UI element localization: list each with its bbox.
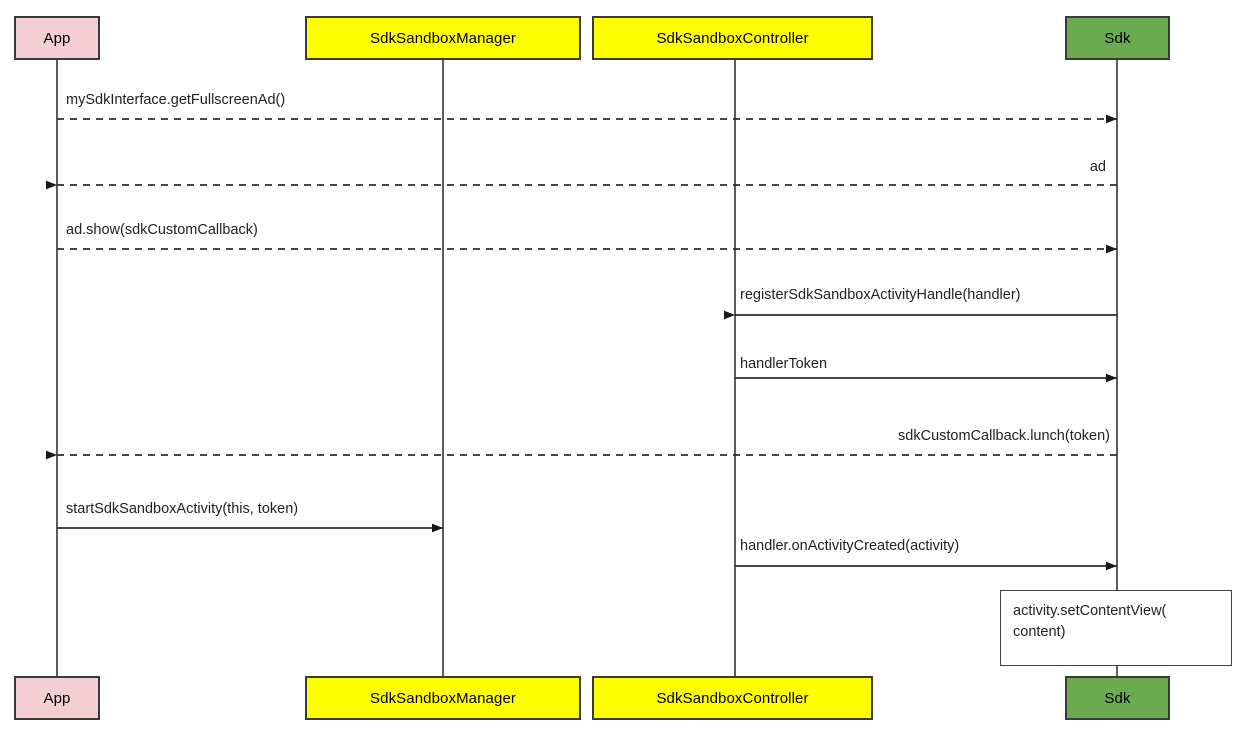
participant-header-controller[interactable]: SdkSandboxController bbox=[592, 16, 873, 60]
participant-header-app[interactable]: App bbox=[14, 16, 100, 60]
message-arrow-group bbox=[46, 114, 1117, 571]
participant-label: Sdk bbox=[1104, 689, 1131, 707]
message-label-m3: ad.show(sdkCustomCallback) bbox=[66, 222, 258, 238]
message-label-m7: startSdkSandboxActivity(this, token) bbox=[66, 501, 299, 517]
message-label-m6: sdkCustomCallback.lunch(token) bbox=[898, 428, 1110, 444]
participant-label: SdkSandboxController bbox=[656, 29, 809, 47]
note-n1: activity.setContentView( content) bbox=[1000, 590, 1232, 666]
participant-footer-sdk[interactable]: Sdk bbox=[1065, 676, 1170, 720]
message-label-m2: ad bbox=[1089, 159, 1106, 175]
message-label-m8: handler.onActivityCreated(activity) bbox=[740, 538, 960, 554]
participant-footer-manager[interactable]: SdkSandboxManager bbox=[305, 676, 581, 720]
note-line: content) bbox=[1013, 624, 1066, 641]
message-label-m5: handlerToken bbox=[740, 356, 828, 372]
participant-label: SdkSandboxManager bbox=[370, 689, 516, 707]
participant-footer-controller[interactable]: SdkSandboxController bbox=[592, 676, 873, 720]
participant-label: App bbox=[43, 29, 71, 47]
participant-label: Sdk bbox=[1104, 29, 1131, 47]
lifeline-group bbox=[56, 60, 1118, 676]
note-line: activity.setContentView( bbox=[1013, 603, 1167, 619]
participant-header-sdk[interactable]: Sdk bbox=[1065, 16, 1170, 60]
message-label-m4: registerSdkSandboxActivityHandle(handler… bbox=[740, 287, 1021, 303]
message-label-m1: mySdkInterface.getFullscreenAd() bbox=[66, 92, 286, 108]
participant-label: App bbox=[43, 689, 71, 707]
participant-label: SdkSandboxController bbox=[656, 689, 809, 707]
participant-header-manager[interactable]: SdkSandboxManager bbox=[305, 16, 581, 60]
participant-footer-app[interactable]: App bbox=[14, 676, 100, 720]
participant-label: SdkSandboxManager bbox=[370, 29, 516, 47]
